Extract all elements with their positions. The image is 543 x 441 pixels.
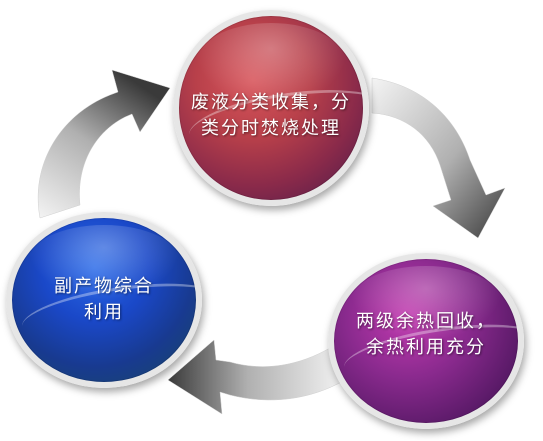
node-label: 废液分类收集，分 类分时焚烧处理 [191,92,351,139]
node-waste-heat-recovery: 两级余热回收， 余热利用充分 [328,253,524,429]
node-label: 两级余热回收， 余热利用充分 [356,311,496,358]
arrow-right-to-left [167,339,346,415]
arrow-left-to-top [37,69,171,219]
node-label: 副产物综合 利用 [54,276,154,323]
node-gloss [348,265,504,341]
node-gloss [26,224,182,300]
node-byproduct-utilization: 副产物综合 利用 [6,212,202,388]
node-gloss [193,23,349,108]
node-waste-liquid-incineration: 废液分类收集，分 类分时焚烧处理 [173,10,369,206]
arrow-top-to-right [371,77,506,239]
